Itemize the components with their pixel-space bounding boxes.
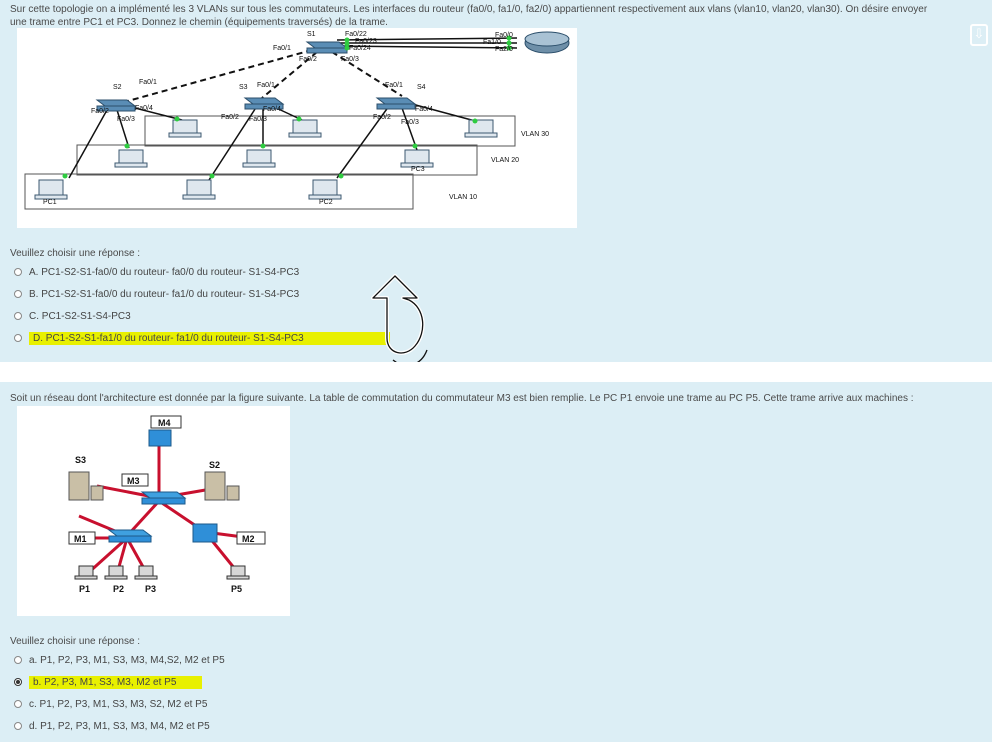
topology-figure: S1 S2 S3 S4 PC1 PC2 PC3 Fa0/22 Fa0/23 Fa…: [17, 28, 577, 228]
label-s2: S2: [113, 84, 122, 91]
label-pc2: PC2: [319, 199, 333, 206]
label-p1: P1: [79, 584, 90, 594]
option-c-label: C. PC1-S2-S1-S4-PC3: [29, 310, 131, 322]
question-1-text-line2: une trame entre PC1 et PC3. Donnez le ch…: [10, 17, 388, 28]
label-pc1: PC1: [43, 199, 57, 206]
question-1: Sur cette topologie on a implémenté les …: [0, 0, 992, 367]
svg-text:Fa0/1: Fa0/1: [385, 82, 403, 89]
svg-text:Fa0/2: Fa0/2: [91, 108, 109, 115]
option-c[interactable]: C. PC1-S2-S1-S4-PC3: [14, 308, 131, 324]
label-s3: S3: [75, 455, 86, 465]
svg-text:Fa0/1: Fa0/1: [139, 79, 157, 86]
option-b[interactable]: B. PC1-S2-S1-fa0/0 du routeur- fa1/0 du …: [14, 286, 299, 302]
option-b-label: B. PC1-S2-S1-fa0/0 du routeur- fa1/0 du …: [29, 288, 300, 300]
radio-option-a[interactable]: [14, 268, 22, 276]
label-s4: S4: [417, 84, 426, 91]
option-2d-label: d. P1, P2, P3, M1, S3, M3, M4, M2 et P5: [29, 720, 210, 732]
option-d-label: D. PC1-S2-S1-fa1/0 du routeur- fa1/0 du …: [29, 331, 390, 345]
label-p2: P2: [113, 584, 124, 594]
option-2a[interactable]: a. P1, P2, P3, M1, S3, M3, M4,S2, M2 et …: [14, 652, 225, 668]
svg-text:Fa0/4: Fa0/4: [263, 106, 281, 113]
svg-text:Fa0/2: Fa0/2: [299, 56, 317, 63]
question-1-text-line1: Sur cette topologie on a implémenté les …: [10, 4, 928, 15]
svg-text:Fa2/0: Fa2/0: [495, 46, 513, 53]
svg-text:Fa0/0: Fa0/0: [495, 32, 513, 39]
svg-text:Fa1/0: Fa1/0: [483, 39, 501, 46]
question-2-prompt: Veuillez choisir une réponse :: [10, 636, 141, 647]
network-figure: M4 M3 M1 M2 S3 S2 P1 P2 P3 P5: [17, 406, 290, 616]
svg-text:Fa0/3: Fa0/3: [401, 119, 419, 126]
svg-text:Fa0/22: Fa0/22: [345, 31, 367, 38]
option-a[interactable]: A. PC1-S2-S1-fa0/0 du routeur- fa0/0 du …: [14, 264, 299, 280]
label-s2: S2: [209, 460, 220, 470]
question-separator: [0, 362, 992, 382]
option-2b[interactable]: b. P2, P3, M1, S3, M3, M2 et P5: [14, 674, 203, 690]
label-s1: S1: [307, 31, 316, 38]
label-pc3: PC3: [411, 166, 425, 173]
label-vlan10: VLAN 10: [449, 194, 477, 201]
svg-text:Fa0/1: Fa0/1: [273, 45, 291, 52]
radio-option-c[interactable]: [14, 312, 22, 320]
radio-option-d[interactable]: [14, 334, 22, 342]
vlan30-box: [144, 115, 516, 147]
label-vlan20: VLAN 20: [491, 157, 519, 164]
radio-option-2b[interactable]: [14, 678, 22, 686]
svg-text:Fa0/24: Fa0/24: [349, 45, 371, 52]
label-m2: M2: [242, 534, 255, 544]
svg-text:Fa0/4: Fa0/4: [135, 105, 153, 112]
svg-text:Fa0/4: Fa0/4: [415, 106, 433, 113]
svg-text:Fa0/3: Fa0/3: [249, 116, 267, 123]
vlan10-box: [24, 173, 414, 210]
svg-text:Fa0/2: Fa0/2: [221, 114, 239, 121]
label-m4: M4: [158, 418, 171, 428]
svg-text:Fa0/1: Fa0/1: [257, 82, 275, 89]
question-2: Soit un réseau dont l'architecture est d…: [0, 382, 992, 742]
option-2c-label: c. P1, P2, P3, M1, S3, M3, S2, M2 et P5: [29, 698, 208, 710]
option-2d[interactable]: d. P1, P2, P3, M1, S3, M3, M4, M2 et P5: [14, 718, 210, 734]
radio-option-2c[interactable]: [14, 700, 22, 708]
option-2b-label: b. P2, P3, M1, S3, M3, M2 et P5: [29, 675, 203, 689]
option-2c[interactable]: c. P1, P2, P3, M1, S3, M3, S2, M2 et P5: [14, 696, 207, 712]
label-p5: P5: [231, 584, 242, 594]
svg-text:Fa0/23: Fa0/23: [355, 38, 377, 45]
svg-text:Fa0/3: Fa0/3: [341, 56, 359, 63]
radio-option-b[interactable]: [14, 290, 22, 298]
question-2-text: Soit un réseau dont l'architecture est d…: [10, 393, 914, 404]
radio-option-2a[interactable]: [14, 656, 22, 664]
label-s3: S3: [239, 84, 248, 91]
option-2a-label: a. P1, P2, P3, M1, S3, M3, M4,S2, M2 et …: [29, 654, 225, 666]
download-icon[interactable]: ⇩: [970, 24, 988, 46]
label-p3: P3: [145, 584, 156, 594]
vlan20-box: [76, 144, 478, 176]
svg-text:Fa0/3: Fa0/3: [117, 116, 135, 123]
label-m3: M3: [127, 476, 140, 486]
radio-option-2d[interactable]: [14, 722, 22, 730]
svg-text:Fa0/2: Fa0/2: [373, 114, 391, 121]
label-vlan30: VLAN 30: [521, 131, 549, 138]
question-1-prompt: Veuillez choisir une réponse :: [10, 248, 141, 259]
option-a-label: A. PC1-S2-S1-fa0/0 du routeur- fa0/0 du …: [29, 266, 300, 278]
option-d[interactable]: D. PC1-S2-S1-fa1/0 du routeur- fa1/0 du …: [14, 330, 390, 346]
label-m1: M1: [74, 534, 87, 544]
